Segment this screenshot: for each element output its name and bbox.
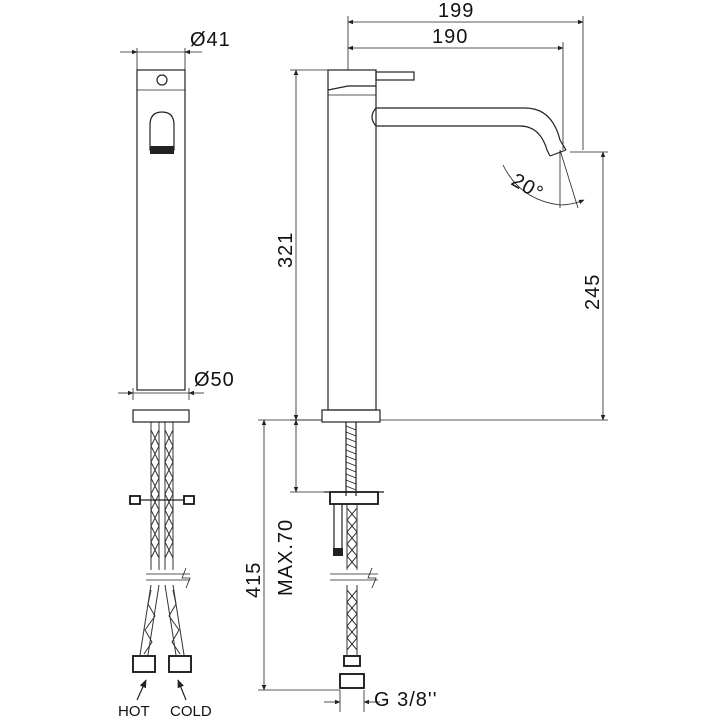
angle-arc [559,199,585,206]
spout-outlet-side [549,149,567,157]
faucet-body-front [136,69,186,391]
faucet-base-side [321,409,381,423]
faucet-body-side [327,69,377,411]
cold-label: COLD [170,703,212,720]
hot-connector-nut [132,655,156,673]
spout-height-label: 245 [582,274,604,310]
aerator [150,146,174,154]
side-view: 199 190 321 20° 245 [243,0,608,712]
rod-end [333,548,343,556]
spout-top [376,107,567,151]
base-diameter-label: Ø50 [194,369,235,391]
connector-nut-lower [339,673,365,689]
hose-side [346,504,358,655]
faucet-base-front [132,409,190,423]
angle-ref-line [559,149,579,209]
threaded-rod [345,422,357,496]
break-symbol [367,567,377,589]
max-deck-thickness-label: MAX.70 [275,519,297,596]
cold-arrow [177,679,187,701]
break-symbol [181,567,191,589]
body-diameter-label: Ø41 [190,29,231,51]
hot-label: HOT [118,703,150,720]
total-reach-label: 199 [438,0,474,22]
connector-nut-upper [343,655,361,667]
hot-arrow [136,679,147,701]
handle-pin [156,74,168,86]
spout-joint [371,107,377,127]
spout-reach-label: 190 [432,26,468,48]
cold-connector-nut [168,655,192,673]
spout-bottom [376,125,551,157]
angle-arc [502,164,561,206]
fixing-nut-side [329,491,379,505]
hose-pair [139,422,185,656]
spout-angle-label: 20° [508,169,548,205]
spout-outlet [149,111,175,151]
hose-length-label: 415 [243,562,265,598]
lever-handle [375,71,415,81]
thread-size-label: G 3/8'' [374,689,438,711]
fixing-nut [129,495,195,505]
handle-base [327,85,376,91]
break-line [146,573,190,581]
break-line [330,573,378,581]
total-height-label: 321 [275,232,297,268]
front-view: Ø41 Ø50 [118,29,235,720]
